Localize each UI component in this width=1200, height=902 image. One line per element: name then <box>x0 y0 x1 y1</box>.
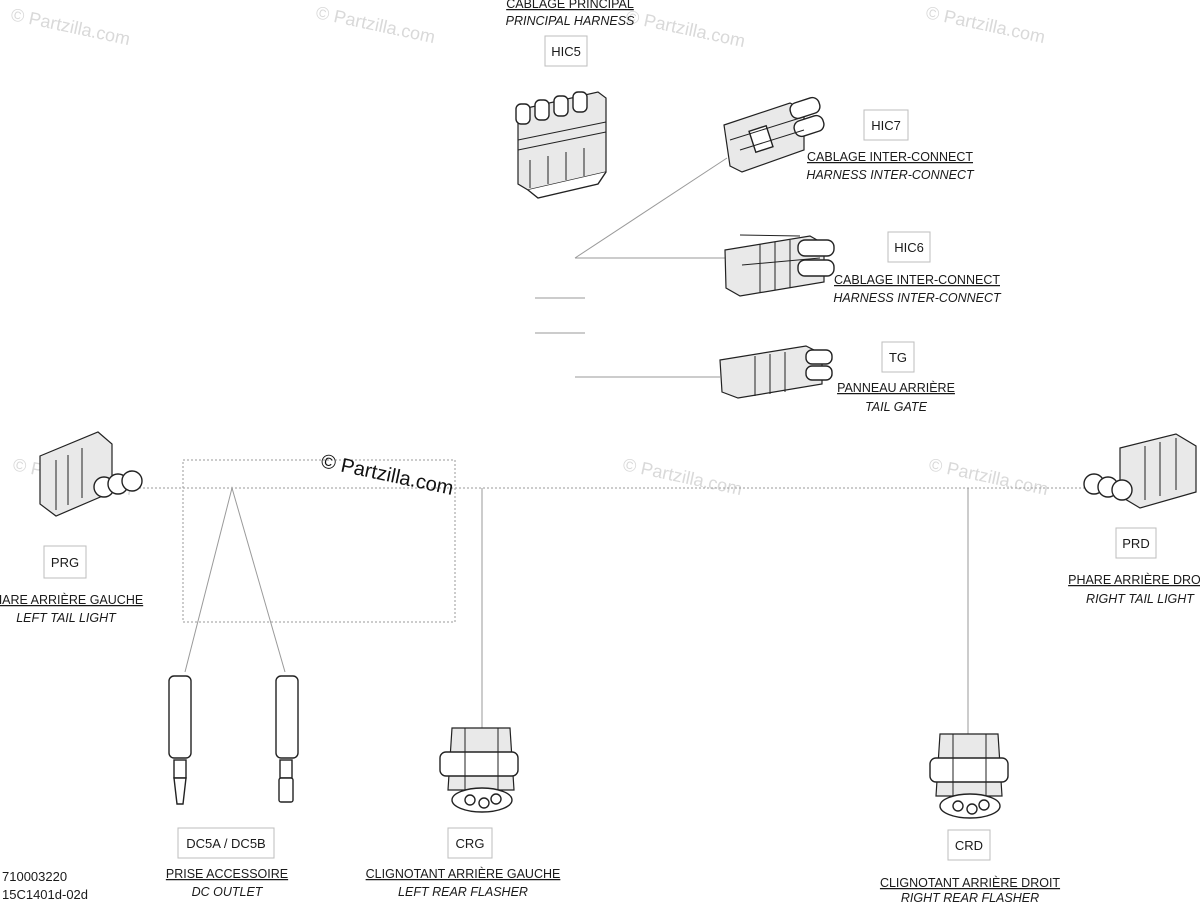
round-connector-icon <box>929 733 1009 819</box>
code-crd: CRD <box>955 838 983 853</box>
two-pin-connector-icon <box>724 234 835 297</box>
label-tg-fr: PANNEAU ARRIÈRE <box>837 380 955 395</box>
code-tg: TG <box>889 350 907 365</box>
code-dc5: DC5A / DC5B <box>186 836 265 851</box>
three-pin-connector-icon <box>1083 433 1197 509</box>
watermark: © Partzilla.com <box>927 454 1050 499</box>
wire-dc-outlet <box>184 486 286 673</box>
code-prd: PRD <box>1122 536 1149 551</box>
code-prg: PRG <box>51 555 79 570</box>
center-watermark: © Partzilla.com <box>319 450 455 500</box>
wire-outlet-bundle <box>182 459 456 623</box>
label-dc5-en: DC OUTLET <box>192 885 264 899</box>
label-crg-fr: CLIGNOTANT ARRIÈRE GAUCHE <box>366 866 561 881</box>
bullet-terminal-icon <box>168 675 192 805</box>
drawing-id: 15C1401d-02d <box>2 887 88 902</box>
label-prg-en: LEFT TAIL LIGHT <box>16 611 117 625</box>
watermark: © Partzilla.com <box>314 2 437 47</box>
watermark: © Partzilla.com <box>624 6 747 51</box>
round-connector-icon <box>439 727 519 813</box>
three-pin-connector-icon <box>39 431 143 517</box>
label-hic5-fr: CABLAGE PRINCIPAL <box>506 0 634 11</box>
label-hic7-fr: CABLAGE INTER-CONNECT <box>807 150 973 164</box>
wire-layer <box>135 157 1085 735</box>
watermark: © Partzilla.com <box>621 454 744 499</box>
code-hic6: HIC6 <box>894 240 924 255</box>
label-prg-fr: PHARE ARRIÈRE GAUCHE <box>0 592 143 607</box>
two-pin-connector-icon <box>719 345 833 399</box>
code-boxes: HIC5 HIC7 HIC6 TG PRG PRD DC5A / DC5B CR… <box>43 35 1157 861</box>
label-hic6-en: HARNESS INTER-CONNECT <box>833 291 1002 305</box>
label-hic7-en: HARNESS INTER-CONNECT <box>806 168 975 182</box>
label-prd-en: RIGHT TAIL LIGHT <box>1086 592 1195 606</box>
label-tg-en: TAIL GATE <box>865 400 927 414</box>
watermark: © Partzilla.com <box>9 4 132 49</box>
wire-hic7 <box>574 157 728 259</box>
watermark: © Partzilla.com <box>924 2 1047 47</box>
label-prd-fr: PHARE ARRIÈRE DROIT <box>1068 572 1200 587</box>
label-crd-en: RIGHT REAR FLASHER <box>901 891 1039 902</box>
label-crg-en: LEFT REAR FLASHER <box>398 885 528 899</box>
code-crg: CRG <box>456 836 485 851</box>
code-hic7: HIC7 <box>871 118 901 133</box>
code-hic5: HIC5 <box>551 44 581 59</box>
bullet-terminal-icon <box>275 675 299 803</box>
label-crd-fr: CLIGNOTANT ARRIÈRE DROIT <box>880 875 1060 890</box>
part-number: 710003220 <box>2 869 67 884</box>
four-pin-connector-icon <box>515 91 607 199</box>
label-hic5-en: PRINCIPAL HARNESS <box>506 14 635 28</box>
label-hic6-fr: CABLAGE INTER-CONNECT <box>834 273 1000 287</box>
two-pin-connector-icon <box>723 96 825 173</box>
label-dc5-fr: PRISE ACCESSOIRE <box>166 867 288 881</box>
